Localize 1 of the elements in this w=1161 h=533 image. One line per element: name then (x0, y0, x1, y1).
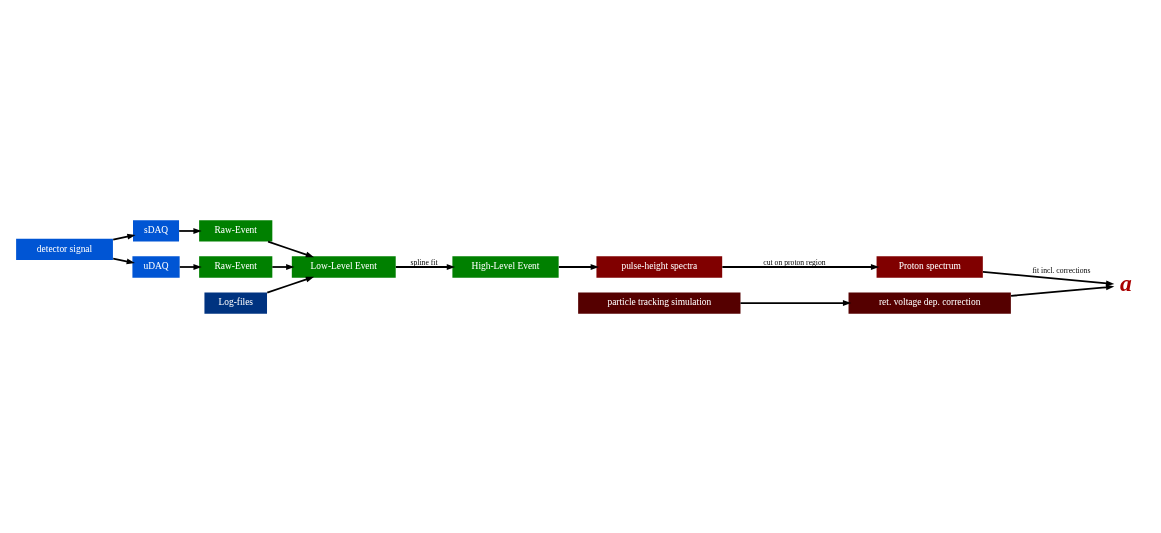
node-text: a (1120, 269, 1132, 296)
